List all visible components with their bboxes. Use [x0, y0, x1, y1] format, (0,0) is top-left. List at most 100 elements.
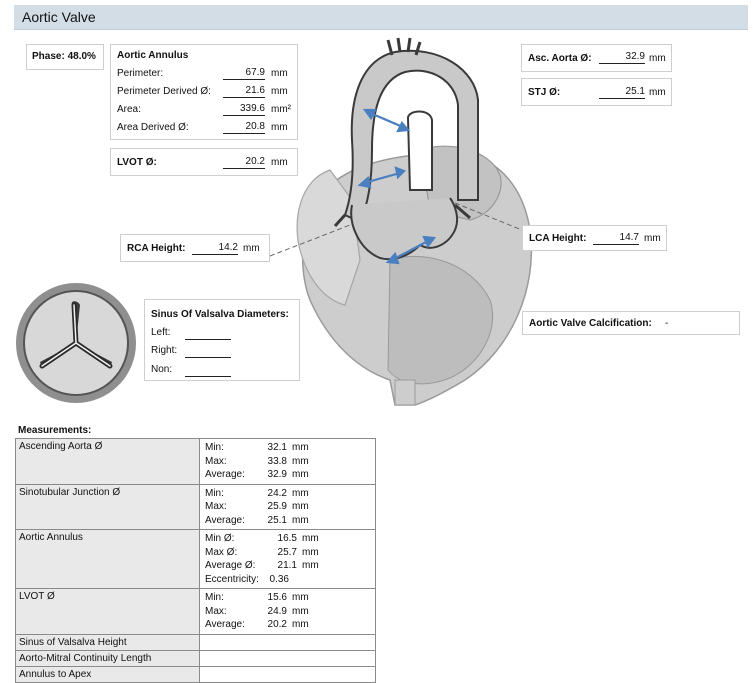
sinus-left-label: Left:: [151, 327, 171, 338]
lvot-value: 20.2: [223, 156, 265, 169]
entry-value: 21.1: [277, 560, 297, 571]
entry-value: 32.1: [267, 442, 287, 453]
stj-unit: mm: [649, 87, 666, 98]
asc-aorta-label: Asc. Aorta Ø:: [528, 53, 592, 64]
sinus-box: Sinus Of Valsalva Diameters: Left: Right…: [144, 299, 300, 381]
entry-key: Min Ø:: [205, 533, 235, 544]
measurements-title: Measurements:: [18, 425, 92, 436]
entry-key: Average:: [205, 469, 245, 480]
perimeter-derived-unit: mm: [271, 86, 288, 97]
entry-key: Average Ø:: [205, 560, 256, 571]
entry-key: Max:: [205, 455, 227, 467]
lca-unit: mm: [644, 233, 661, 244]
rca-unit: mm: [243, 243, 260, 254]
entry-key: Eccentricity:: [205, 573, 259, 585]
lvot-unit: mm: [271, 157, 288, 168]
entry-key: Max Ø:: [205, 546, 238, 558]
row-label: Annulus to Apex: [15, 665, 200, 683]
entry-value: 15.6: [267, 592, 287, 603]
entry-unit: mm: [302, 546, 319, 558]
perimeter-value: 67.9: [223, 67, 265, 80]
entry-unit: mm: [302, 560, 319, 571]
lvot-box: LVOT Ø: 20.2 mm: [110, 148, 298, 176]
rca-label: RCA Height:: [127, 243, 186, 254]
measurement-arrows: [357, 108, 437, 265]
lca-box: LCA Height: 14.7 mm: [522, 225, 667, 251]
entry-key: Min:: [205, 487, 224, 499]
perimeter-derived-label: Perimeter Derived Ø:: [117, 86, 211, 97]
row-label: Ascending Aorta Ø: [15, 438, 200, 485]
row-label: Sinus of Valsalva Height: [15, 633, 200, 651]
area-derived-value: 20.8: [223, 121, 265, 134]
leader-lines: [269, 202, 523, 257]
entry-unit: mm: [292, 469, 309, 480]
stj-value: 25.1: [599, 86, 645, 99]
phase-box: Phase: 48.0%: [26, 44, 104, 70]
page-header: Aortic Valve: [14, 5, 748, 30]
entry-key: Average:: [205, 619, 245, 630]
area-label: Area:: [117, 104, 141, 115]
sinus-left-value: [185, 327, 231, 340]
entry-value: 25.7: [277, 546, 297, 558]
row-values: [199, 649, 376, 667]
entry-unit: mm: [292, 514, 309, 526]
sinus-non-value: [185, 364, 231, 377]
row-values: [199, 665, 376, 683]
lvot-label: LVOT Ø:: [117, 157, 157, 168]
entry-unit: mm: [292, 619, 309, 630]
stj-label: STJ Ø:: [528, 87, 561, 98]
perimeter-derived-value: 21.6: [223, 85, 265, 98]
entry-value: 25.9: [267, 501, 287, 512]
table-row: Annulus to Apex: [15, 665, 376, 683]
asc-aorta-box: Asc. Aorta Ø: 32.9 mm: [521, 44, 672, 72]
row-label: Aorto-Mitral Continuity Length: [15, 649, 200, 667]
sinus-right-label: Right:: [151, 345, 178, 356]
area-derived-unit: mm: [271, 122, 288, 133]
entry-value: 0.36: [269, 573, 289, 585]
entry-unit: mm: [292, 442, 309, 453]
entry-unit: mm: [292, 487, 309, 499]
annulus-title: Aortic Annulus: [117, 50, 189, 61]
tricuspid-valve-icon: [16, 283, 136, 403]
stj-box: STJ Ø: 25.1 mm: [521, 78, 672, 106]
area-value: 339.6: [223, 103, 265, 116]
entry-value: 32.9: [267, 469, 287, 480]
sinus-right-value: [185, 345, 231, 358]
area-unit: mm²: [271, 104, 291, 115]
sinus-title: Sinus Of Valsalva Diameters:: [151, 309, 289, 320]
page-title: Aortic Valve: [22, 9, 96, 25]
lca-value: 14.7: [593, 232, 639, 245]
calcification-value: -: [665, 318, 669, 329]
entry-value: 20.2: [267, 619, 287, 630]
table-row: Sinus of Valsalva Height: [15, 633, 376, 651]
phase-label: Phase: 48.0%: [32, 51, 96, 62]
entry-key: Min:: [205, 592, 224, 603]
asc-aorta-unit: mm: [649, 53, 666, 64]
row-values: [199, 633, 376, 651]
rca-box: RCA Height: 14.2 mm: [120, 234, 270, 262]
table-row: Aorto-Mitral Continuity Length: [15, 649, 376, 667]
entry-unit: mm: [292, 605, 309, 617]
lca-label: LCA Height:: [529, 233, 587, 244]
area-derived-label: Area Derived Ø:: [117, 122, 189, 133]
entry-unit: mm: [292, 455, 309, 467]
perimeter-label: Perimeter:: [117, 68, 164, 79]
entry-key: Min:: [205, 442, 224, 453]
entry-value: 24.2: [267, 487, 287, 499]
perimeter-unit: mm: [271, 68, 288, 79]
rca-value: 14.2: [192, 242, 238, 255]
sinus-non-label: Non:: [151, 364, 173, 375]
asc-aorta-value: 32.9: [599, 51, 645, 64]
row-label: LVOT Ø: [15, 588, 200, 635]
calcification-box: Aortic Valve Calcification: -: [522, 311, 740, 335]
